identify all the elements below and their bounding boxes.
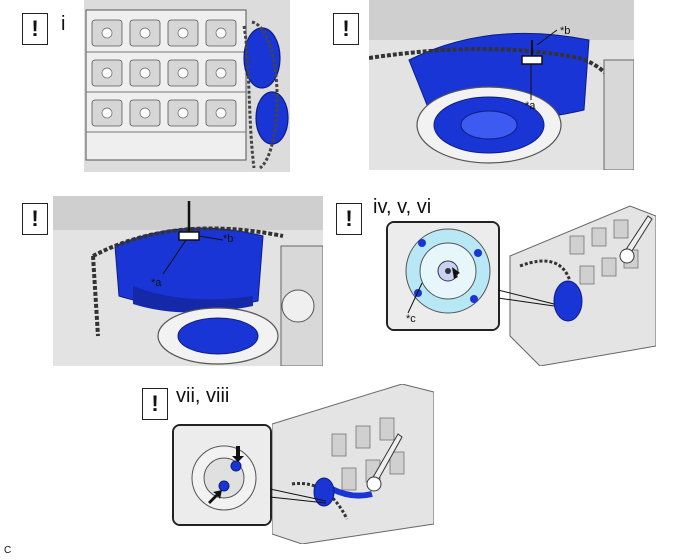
caution-icon-step-4: ! (336, 203, 362, 235)
callout-label-b-step-3: *b (223, 233, 234, 245)
panel-step-3-sprocket-mark (53, 196, 323, 366)
caution-icon-step-2: ! (333, 13, 359, 45)
panel-step-4-engine-view (500, 196, 656, 366)
caution-icon-step-3: ! (22, 203, 48, 235)
panel-step-5-engine-view (272, 384, 434, 544)
panel-step-2-sprocket-mark (369, 0, 634, 170)
callout-label-b-step-2: *b (560, 25, 571, 37)
step-label-5: vii, viii (176, 385, 230, 407)
caution-icon-step-1: ! (22, 13, 48, 45)
step-label-4: iv, v, vi (373, 196, 432, 218)
panel-step-1-camshaft-housing (84, 0, 290, 172)
callout-label-c-step-4: *c (406, 313, 416, 325)
leader-line-step-5 (270, 488, 327, 504)
callout-zoom-step-4-camshaft-end (386, 221, 500, 331)
callout-label-a-step-2: *a (525, 100, 536, 112)
step-label-1: i (61, 13, 66, 35)
leader-line-step-4 (498, 289, 555, 307)
callout-zoom-step-5-camshaft-end (172, 424, 272, 526)
figure-code: C (4, 545, 12, 556)
caution-icon-step-5: ! (142, 388, 168, 420)
callout-label-a-step-3: *a (151, 277, 162, 289)
